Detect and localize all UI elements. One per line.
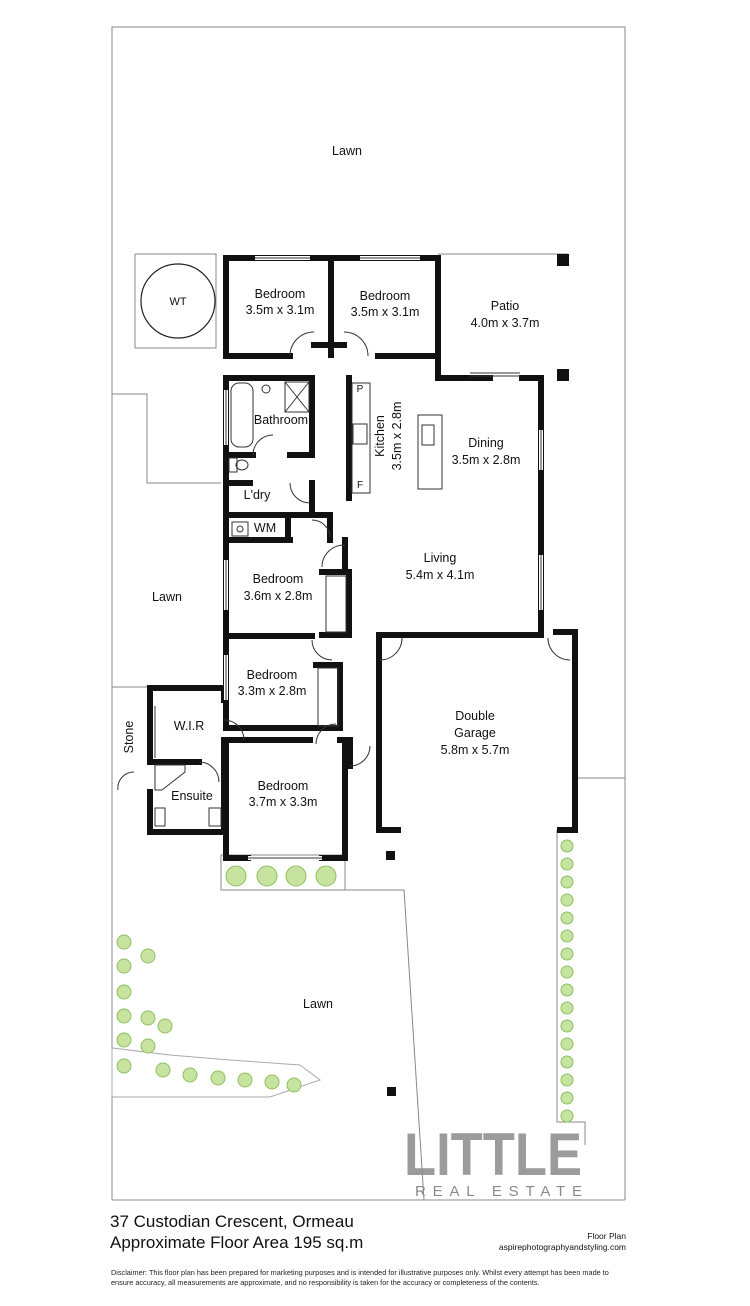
room-dims: 4.0m x 3.7m — [471, 316, 540, 330]
room-name: Double — [455, 709, 495, 723]
room-name: WT — [169, 296, 186, 308]
logo-brand: LITTLE — [404, 1121, 582, 1188]
fittings — [117, 256, 571, 860]
address-block: 37 Custodian Crescent, Ormeau Approximat… — [110, 1211, 363, 1253]
room-dims: 5.4m x 4.1m — [406, 568, 475, 582]
room-labels: Lawn WT Bedroom 3.5m x 3.1m Bedroom 3.5m… — [122, 144, 539, 1011]
logo-sub: REAL ESTATE — [415, 1183, 582, 1200]
room-name: Lawn — [152, 590, 182, 604]
credit-url: aspirephotographyandstyling.com — [498, 1242, 626, 1252]
room-name: Living — [424, 551, 457, 565]
room-name: Bedroom — [247, 668, 298, 682]
room-name: Patio — [491, 299, 520, 313]
room-name: P — [357, 384, 364, 395]
room-name: Lawn — [332, 144, 362, 158]
room-dims: 3.3m x 2.8m — [238, 684, 307, 698]
room-name: Dining — [468, 436, 503, 450]
shrubs — [116, 839, 574, 1123]
water-tank — [140, 263, 216, 339]
room-name: Lawn — [303, 997, 333, 1011]
room-dims: 3.5m x 2.8m — [452, 453, 521, 467]
plan-type: Floor Plan — [587, 1231, 626, 1241]
room-name: Kitchen — [373, 415, 387, 457]
room-name: Bedroom — [258, 779, 309, 793]
room-name: L'dry — [244, 488, 271, 502]
site-boundary — [111, 26, 626, 1201]
room-name: F — [357, 480, 363, 491]
room-name: Bedroom — [360, 289, 411, 303]
room-name: Stone — [122, 721, 136, 754]
credit-block: Floor Plan aspirephotographyandstyling.c… — [499, 1231, 626, 1253]
room-dims: 5.8m x 5.7m — [441, 743, 510, 757]
room-name: Bedroom — [253, 572, 304, 586]
address: 37 Custodian Crescent, Ormeau — [110, 1212, 354, 1231]
post-1 — [386, 851, 395, 860]
disclaimer: Disclaimer: This floor plan has been pre… — [111, 1268, 609, 1287]
room-name: Bedroom — [255, 287, 306, 301]
room-dims: 3.5m x 3.1m — [351, 305, 420, 319]
floor-area: Approximate Floor Area 195 sq.m — [110, 1233, 364, 1252]
room-name: Ensuite — [171, 789, 213, 803]
room-dims: 3.7m x 3.3m — [249, 795, 318, 809]
room-name: Garage — [454, 726, 496, 740]
room-dims: 3.6m x 2.8m — [244, 589, 313, 603]
room-name: Bathroom — [254, 413, 308, 427]
room-name: WM — [254, 521, 276, 535]
room-dims: 3.5m x 3.1m — [246, 303, 315, 317]
room-dims: 3.5m x 2.8m — [390, 402, 404, 471]
brand-logo: LITTLE REAL ESTATE — [404, 1121, 582, 1200]
room-name: W.I.R — [174, 719, 205, 733]
post-2 — [387, 1087, 396, 1096]
